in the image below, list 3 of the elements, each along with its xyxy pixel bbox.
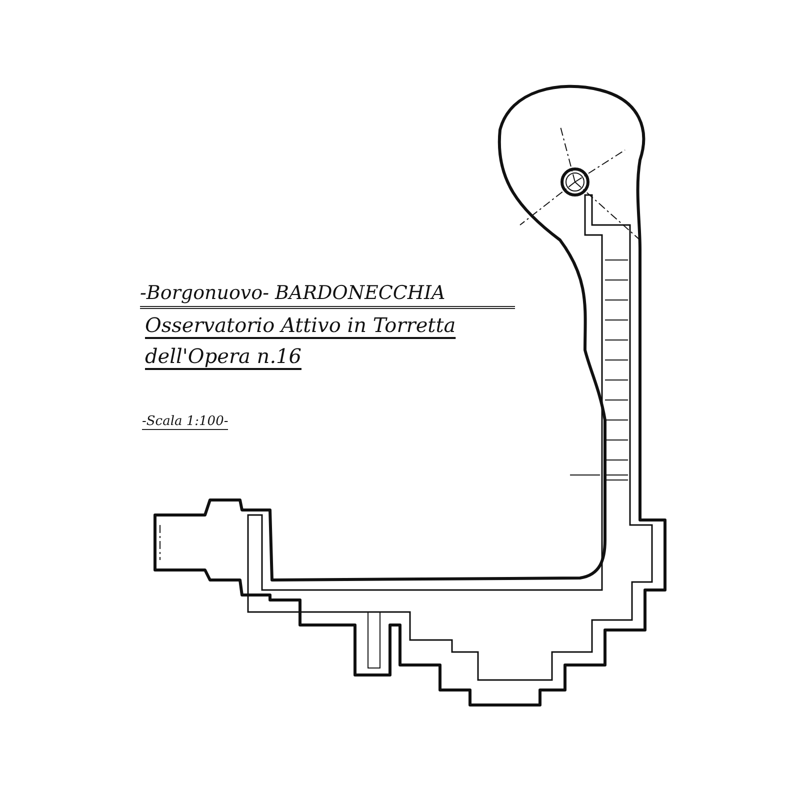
title-text: -Borgonuovo- BARDONECCHIA <box>140 282 515 309</box>
subtitle-text: Osservatorio Attivo in Torretta dell'Opera n.16 <box>145 312 457 370</box>
scale-note: -Scala 1:100- <box>142 414 228 430</box>
